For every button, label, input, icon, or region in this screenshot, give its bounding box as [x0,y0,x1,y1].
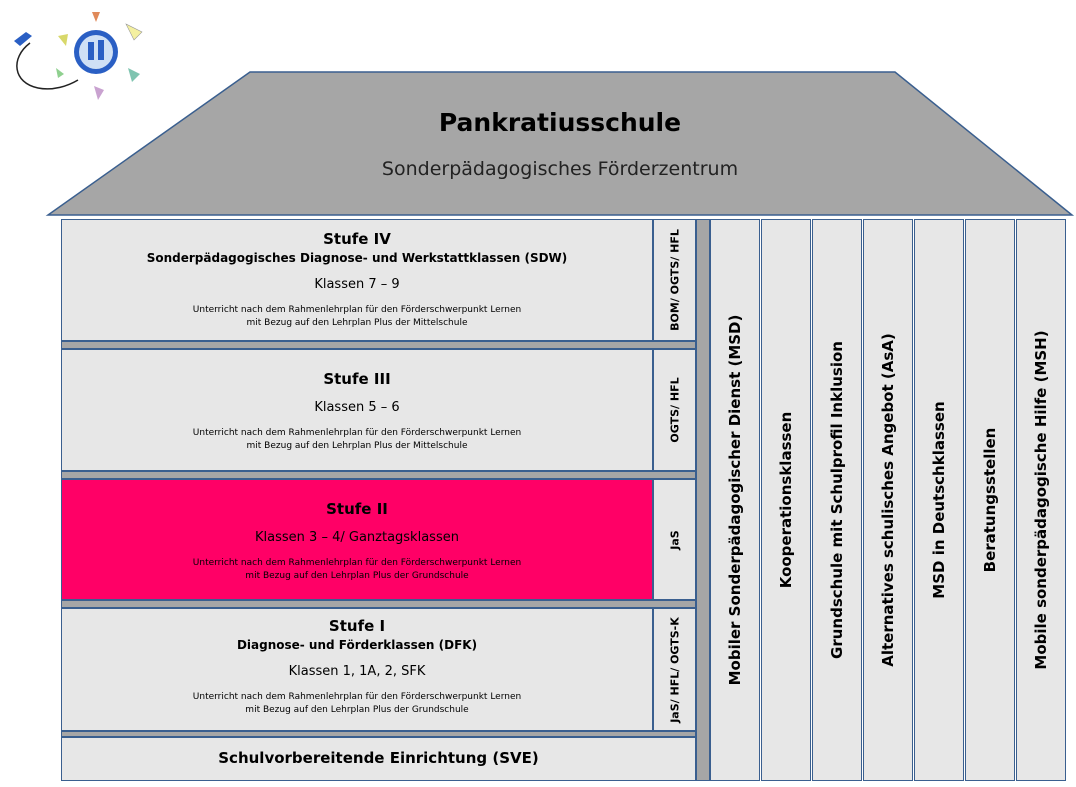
pillar-divider [696,219,710,781]
level-title: Stufe IV [323,230,391,248]
level-classes: Klassen 1, 1A, 2, SFK [288,664,426,679]
level-note-line: Unterricht nach dem Rahmenlehrplan für d… [192,692,522,702]
level-side-stufe-i: JaS/ HFL/ OGTS-K [653,608,696,731]
level-note-line: mit Bezug auf den Lehrplan Plus der Grun… [245,571,469,581]
school-name: Pankratiusschule [438,108,682,137]
pillar-inklusion: Grundschule mit Schulprofil Inklusion [812,219,862,781]
level-stufe-iii: Stufe III Klassen 5 – 6 Unterricht nach … [61,349,653,471]
pillar-label: Alternatives schulisches Angebot (AsA) [879,333,897,667]
level-stufe-ii: Stufe II Klassen 3 – 4/ Ganztagsklassen … [61,479,653,600]
pillar-msd-deutschklassen: MSD in Deutschklassen [914,219,964,781]
level-subtitle: Sonderpädagogisches Diagnose- und Werkst… [146,251,568,265]
level-separator [61,471,696,479]
pillar-beratungsstellen: Beratungsstellen [965,219,1015,781]
pillar-label: Beratungsstellen [981,427,999,573]
level-note-line: Unterricht nach dem Rahmenlehrplan für d… [192,305,522,315]
school-logo-icon [14,12,143,100]
side-label: JaS/ HFL/ OGTS-K [668,616,681,723]
pillar-label: MSD in Deutschklassen [930,401,948,599]
school-subtitle: Sonderpädagogisches Förderzentrum [381,158,739,180]
level-note-line: mit Bezug auf den Lehrplan Plus der Mitt… [246,318,468,328]
level-title: Stufe I [328,617,386,635]
level-classes: Klassen 7 – 9 [314,277,400,292]
level-note-line: Unterricht nach dem Rahmenlehrplan für d… [192,428,522,438]
level-note-line: mit Bezug auf den Lehrplan Plus der Grun… [245,705,469,715]
pillar-label: Grundschule mit Schulprofil Inklusion [828,341,846,659]
pillar-label: Mobiler Sonderpädagogischer Dienst (MSD) [726,314,744,686]
pillar-asa: Alternatives schulisches Angebot (AsA) [863,219,913,781]
level-note: Unterricht nach dem Rahmenlehrplan für d… [62,557,652,583]
level-note-line: mit Bezug auf den Lehrplan Plus der Mitt… [246,441,468,451]
level-side-stufe-iv: BOM/ OGTS/ HFL [653,219,696,341]
level-stufe-i: Stufe I Diagnose- und Förderklassen (DFK… [61,608,653,731]
level-separator [61,731,696,737]
level-title: Stufe II [326,500,388,518]
level-stufe-iv: Stufe IV Sonderpädagogisches Diagnose- u… [61,219,653,341]
level-note: Unterricht nach dem Rahmenlehrplan für d… [62,427,652,453]
level-title: Stufe III [323,370,391,388]
pillar-kooperationsklassen: Kooperationsklassen [761,219,811,781]
side-label: OGTS/ HFL [668,377,681,443]
level-side-stufe-iii: OGTS/ HFL [653,349,696,471]
level-note: Unterricht nach dem Rahmenlehrplan für d… [62,691,652,717]
pillar-label: Mobile sonderpädagogische Hilfe (MSH) [1032,330,1050,670]
side-label: JaS [668,529,681,550]
level-classes: Klassen 3 – 4/ Ganztagsklassen [255,530,459,545]
level-side-stufe-ii: JaS [653,479,696,600]
pillar-label: Kooperationsklassen [777,411,795,589]
level-note-line: Unterricht nach dem Rahmenlehrplan für d… [192,558,522,568]
level-separator [61,341,696,349]
level-classes: Klassen 5 – 6 [314,400,400,415]
side-label: BOM/ OGTS/ HFL [668,229,681,331]
level-note: Unterricht nach dem Rahmenlehrplan für d… [62,304,652,330]
pillar-msd: Mobiler Sonderpädagogischer Dienst (MSD) [710,219,760,781]
level-subtitle: Diagnose- und Förderklassen (DFK) [236,638,478,652]
foundation-sve: Schulvorbereitende Einrichtung (SVE) [61,737,696,781]
level-separator [61,600,696,608]
pillar-msh: Mobile sonderpädagogische Hilfe (MSH) [1016,219,1066,781]
